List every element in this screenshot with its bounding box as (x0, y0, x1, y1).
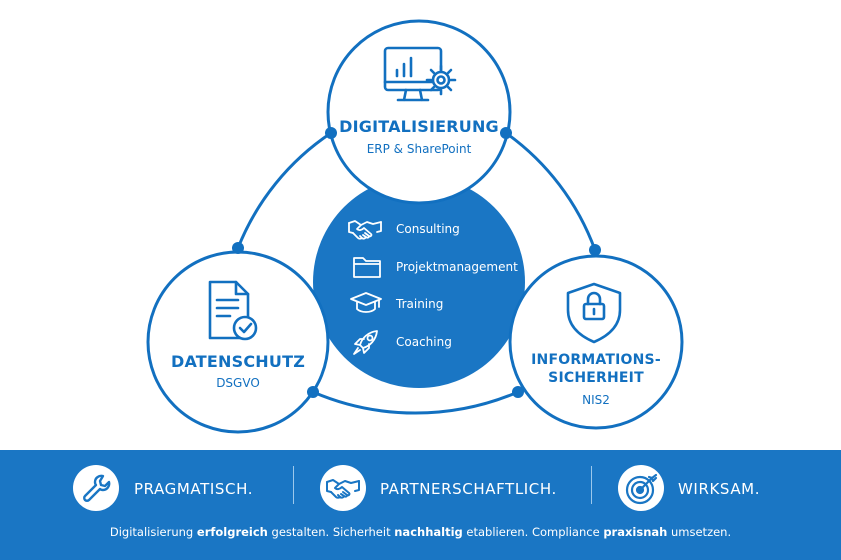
informationssicherheit-title-line2: SICHERHEIT (548, 370, 644, 386)
connector-dot (500, 127, 512, 139)
tagline-emphasis: erfolgreich (196, 525, 268, 539)
value-pragmatisch: PRAGMATISCH. (134, 480, 254, 498)
tagline-text: umsetzen. (667, 525, 732, 539)
handshake-icon (348, 220, 382, 240)
document-check-icon (208, 280, 258, 341)
pragmatisch-badge (73, 465, 119, 511)
services-center-circle (313, 176, 525, 388)
digitalisierung-subtitle: ERP & SharePoint (366, 142, 472, 156)
shield-lock-icon (566, 282, 622, 344)
graduation-cap-icon (350, 292, 382, 313)
datenschutz-title: DATENSCHUTZ (170, 352, 306, 371)
rocket-icon (353, 330, 378, 355)
connector-arc-bottom (312, 390, 519, 415)
service-coaching: Coaching (396, 335, 452, 349)
connector-dot (512, 386, 524, 398)
wirksam-badge (618, 465, 664, 511)
divider (591, 466, 592, 504)
connector-arc-top-right (505, 131, 597, 251)
partnerschaftlich-badge (320, 465, 366, 511)
value-wirksam: WIRKSAM. (678, 480, 761, 498)
tagline-text: gestalten. Sicherheit (267, 525, 395, 539)
folder-icon (353, 257, 381, 278)
tagline-emphasis: praxisnah (603, 525, 668, 539)
tagline-text: etablieren. Compliance (462, 525, 604, 539)
connector-dot (307, 386, 319, 398)
datenschutz-circle (146, 250, 330, 434)
value-partnerschaftlich: PARTNERSCHAFTLICH. (380, 480, 557, 498)
tagline-text: Digitalisierung (109, 525, 197, 539)
connector-dot (589, 244, 601, 256)
divider (293, 466, 294, 504)
monitor-gear-icon (383, 46, 457, 102)
informationssicherheit-title-line1: INFORMATIONS- (531, 352, 661, 368)
wrench-icon (83, 474, 111, 502)
digitalisierung-circle (326, 19, 512, 205)
connector-arc-top-left (236, 131, 332, 249)
tagline-emphasis: nachhaltig (394, 525, 463, 539)
informationssicherheit-subtitle: NIS2 (582, 393, 610, 407)
tagline: Digitalisierung erfolgreich gestalten. S… (0, 525, 841, 539)
digitalisierung-title: DIGITALISIERUNG (339, 117, 499, 136)
datenschutz-subtitle: DSGVO (216, 376, 260, 390)
service-projektmanagement: Projektmanagement (396, 260, 518, 274)
target-icon (625, 473, 658, 505)
footer-band (0, 450, 841, 560)
service-consulting: Consulting (396, 222, 460, 236)
service-training: Training (396, 297, 444, 311)
connector-dot (325, 127, 337, 139)
handshake-icon (326, 479, 360, 499)
connector-dot (232, 242, 244, 254)
